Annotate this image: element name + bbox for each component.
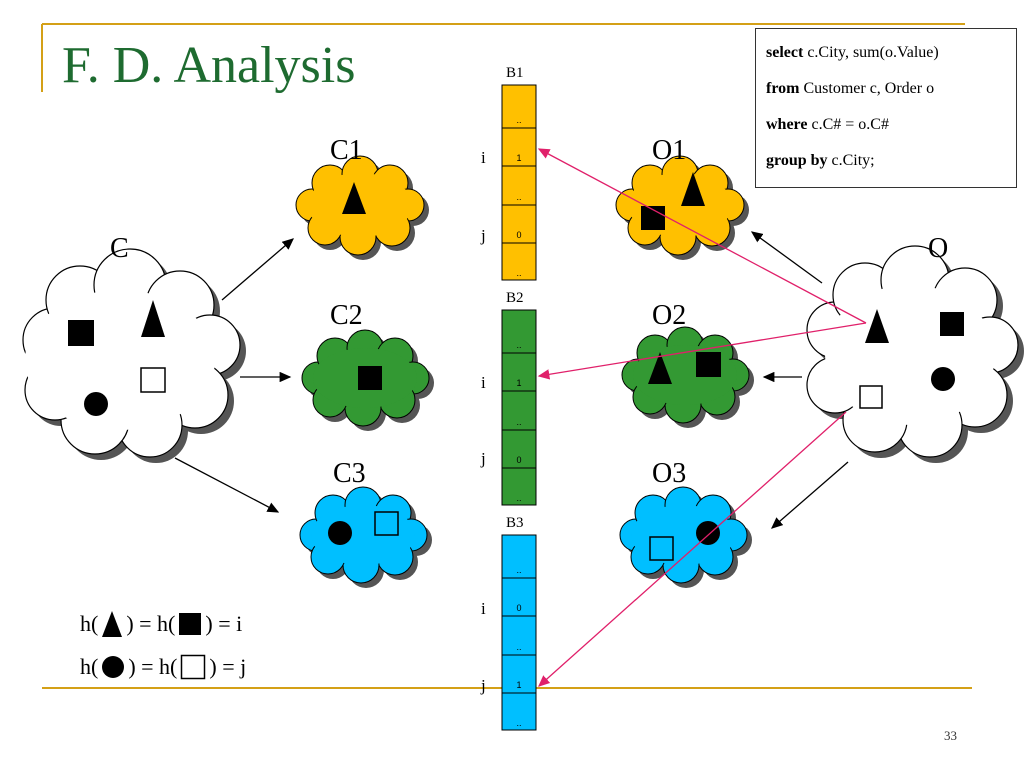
cloud-label-o1: O1 xyxy=(652,135,687,166)
bucket-b1: .. 1 .. 0 .. xyxy=(501,84,537,281)
page-number: 33 xyxy=(944,728,957,743)
sql-line-select: select c.City, sum(o.Value) xyxy=(766,35,1006,71)
sql-text: Customer c, Order o xyxy=(799,80,935,97)
sql-text: c.City; xyxy=(827,152,875,169)
bucket-cell: 0 xyxy=(516,230,521,240)
white-square-shape xyxy=(859,385,883,409)
formula-text: ) = h( xyxy=(128,654,178,679)
bucket-b2: .. 1 .. 0 .. xyxy=(501,309,537,506)
black-square-shape xyxy=(696,352,721,377)
probe-arrow-square-b3 xyxy=(538,411,847,687)
cloud-label-c3: C3 xyxy=(333,458,366,489)
sql-text: c.City, sum(o.Value) xyxy=(803,44,939,61)
black-circle-shape xyxy=(328,521,352,545)
cloud-label-o3: O3 xyxy=(652,458,687,489)
bucket-cell: .. xyxy=(516,493,521,503)
bucket-cell: 1 xyxy=(516,378,521,388)
bucket-cell: 0 xyxy=(516,603,521,613)
cloud-o1 xyxy=(615,155,749,260)
triangle-shape xyxy=(648,352,672,384)
bucket-b3: .. 0 .. 1 .. xyxy=(501,534,537,731)
formula-text: h( xyxy=(80,611,99,636)
bucket-cell: 0 xyxy=(516,455,521,465)
triangle-shape xyxy=(141,300,165,337)
arrow-c-to-c1 xyxy=(221,238,294,301)
formula-text: ) = h( xyxy=(126,611,176,636)
black-circle-shape xyxy=(84,392,108,416)
index-label-j: j xyxy=(481,226,486,245)
bucket-cell: .. xyxy=(516,417,521,427)
triangle-shape xyxy=(342,182,366,214)
bucket-cell: .. xyxy=(516,192,521,202)
cloud-label-c1: C1 xyxy=(330,135,363,166)
index-label-j: j xyxy=(481,676,486,695)
black-circle-shape xyxy=(696,521,720,545)
cloud-c1 xyxy=(295,155,429,260)
bucket-cell: .. xyxy=(516,340,521,350)
bucket-cell: .. xyxy=(516,565,521,575)
bucket-cell: .. xyxy=(516,642,521,652)
sql-line-group-by: group by c.City; xyxy=(766,143,1006,179)
hash-formula-i: h( ) = h( ) = i xyxy=(80,610,242,638)
sql-keyword: from xyxy=(766,80,800,97)
cloud-o3 xyxy=(619,486,752,588)
index-label-j: j xyxy=(481,449,486,468)
arrow-o-to-o1 xyxy=(750,231,823,284)
bucket-cell: 1 xyxy=(516,153,521,163)
black-square-shape xyxy=(940,312,964,336)
bucket-label-b3: B3 xyxy=(506,515,524,531)
black-square-shape xyxy=(358,366,382,390)
cloud-o2 xyxy=(621,326,754,428)
bucket-cell: .. xyxy=(516,718,521,728)
bucket-cell: .. xyxy=(516,115,521,125)
black-square-shape xyxy=(68,320,94,346)
bucket-label-b1: B1 xyxy=(506,65,524,81)
sql-query-box: select c.City, sum(o.Value) from Custome… xyxy=(755,28,1017,188)
white-square-shape xyxy=(649,536,674,561)
formula-text: ) = j xyxy=(209,654,247,679)
cloud-c xyxy=(22,248,246,463)
formula-text: h( xyxy=(80,654,99,679)
bucket-cell: .. xyxy=(516,268,521,278)
cloud-label-o: O xyxy=(928,233,949,264)
triangle-shape xyxy=(681,172,705,206)
cloud-label-o2: O2 xyxy=(652,300,687,331)
sql-text: c.C# = o.C# xyxy=(807,116,889,133)
arrow-o-to-o3 xyxy=(771,461,849,529)
sql-keyword: select xyxy=(766,44,804,61)
hash-formula-j: h( ) = h( ) = j xyxy=(80,654,246,680)
cloud-label-c2: C2 xyxy=(330,300,363,331)
white-square-shape xyxy=(140,367,166,393)
sql-line-from: from Customer c, Order o xyxy=(766,71,1006,107)
sql-keyword: group by xyxy=(766,152,828,169)
black-circle-icon xyxy=(102,656,125,678)
bucket-label-b2: B2 xyxy=(506,290,524,306)
sql-line-where: where c.C# = o.C# xyxy=(766,107,1006,143)
triangle-icon xyxy=(102,611,123,637)
probe-arrow-triangle-b2 xyxy=(537,322,867,380)
arrow-c-to-c3 xyxy=(174,457,280,513)
cloud-label-c: C xyxy=(110,233,129,264)
triangle-shape xyxy=(865,309,889,343)
cloud-c3 xyxy=(299,486,432,588)
black-circle-shape xyxy=(931,367,955,391)
index-label-i: i xyxy=(481,148,486,167)
probe-arrow-triangle-b1 xyxy=(537,148,867,324)
bucket-cell: 1 xyxy=(516,680,521,690)
cloud-o xyxy=(806,245,1024,463)
index-label-i: i xyxy=(481,599,486,618)
slide-title: F. D. Analysis xyxy=(62,37,356,94)
sql-keyword: where xyxy=(766,116,808,133)
white-square-icon xyxy=(181,654,206,680)
white-square-shape xyxy=(374,511,399,536)
index-label-i: i xyxy=(481,373,486,392)
formula-text: ) = i xyxy=(205,611,243,636)
black-square-icon xyxy=(179,613,202,635)
